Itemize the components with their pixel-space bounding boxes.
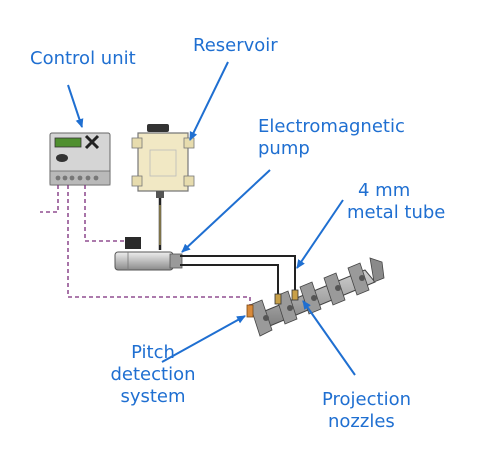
label-nozzles-line-1: Projection bbox=[322, 389, 412, 410]
label-projection-nozzles: Projection nozzles bbox=[322, 389, 411, 433]
label-control-unit: Control unit bbox=[30, 48, 136, 69]
label-pump-line-2: pump bbox=[258, 138, 310, 159]
pitch-sensor bbox=[246, 304, 254, 318]
arrow-reservoir bbox=[189, 61, 229, 141]
label-pitch-line-2: detection bbox=[110, 364, 196, 385]
label-electromagnetic-pump: Electromagnetic pump bbox=[258, 116, 405, 160]
arrow-tube bbox=[296, 199, 344, 269]
signal-wires bbox=[40, 185, 251, 305]
label-pump-line-1: Electromagnetic bbox=[258, 116, 405, 137]
label-pitch-line-1: Pitch bbox=[131, 342, 175, 363]
label-pitch-line-3: system bbox=[120, 386, 186, 407]
arrow-nozzles bbox=[302, 300, 356, 376]
arrow-pitch bbox=[161, 315, 246, 363]
control-unit bbox=[49, 132, 111, 186]
reservoir bbox=[131, 124, 195, 198]
label-reservoir: Reservoir bbox=[193, 35, 278, 56]
arrow-pump bbox=[181, 169, 271, 253]
annotation-arrows bbox=[67, 61, 356, 376]
chain bbox=[249, 257, 385, 337]
electromagnetic-pump bbox=[114, 237, 183, 271]
label-tube-line-2: metal tube bbox=[347, 202, 446, 223]
arrow-control-unit bbox=[67, 84, 84, 128]
label-metal-tube: 4 mm metal tube bbox=[347, 180, 445, 224]
label-tube-line-1: 4 mm bbox=[358, 180, 411, 201]
label-pitch-detection-system: Pitch detection system bbox=[98, 342, 208, 408]
label-nozzles-line-2: nozzles bbox=[328, 411, 395, 432]
projection-nozzles bbox=[274, 289, 299, 305]
metal-tubes bbox=[180, 255, 296, 296]
